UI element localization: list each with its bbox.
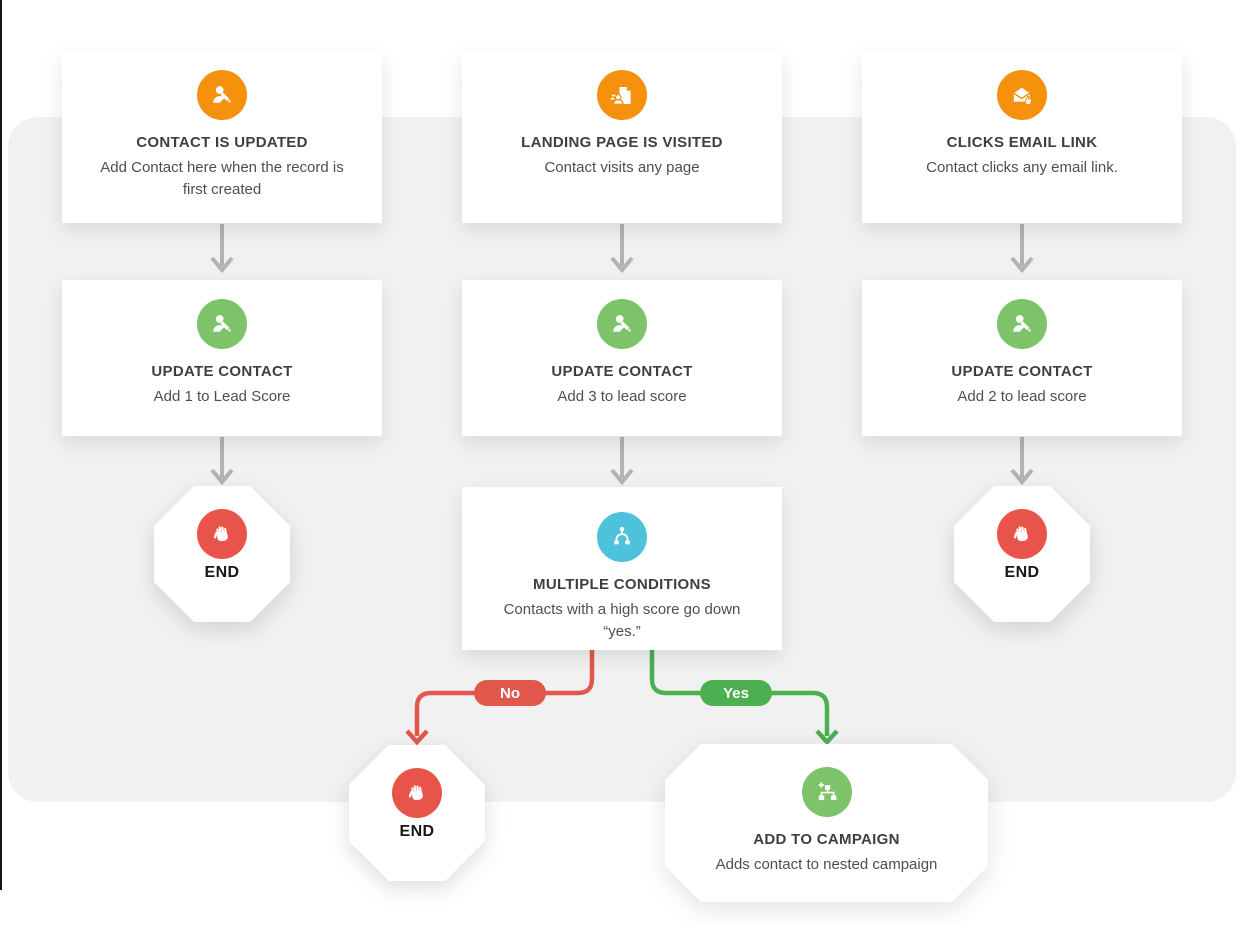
node-update-contact-1[interactable]: UPDATE CONTACT Add 1 to Lead Score [62, 280, 382, 436]
node-subtitle: Contact clicks any email link. [926, 159, 1118, 176]
stop-hand-icon [1013, 526, 1028, 542]
stop-hand-icon [408, 785, 423, 801]
node-icon-badge [197, 70, 247, 120]
node-trigger-contact-updated[interactable]: CONTACT IS UPDATED Add Contact here when… [62, 51, 382, 223]
node-end-1[interactable]: END [154, 486, 290, 622]
email-click-icon [1012, 87, 1032, 105]
contact-edit-icon [212, 85, 231, 103]
node-trigger-email-link[interactable]: CLICKS EMAIL LINK Contact clicks any ema… [862, 51, 1182, 223]
node-icon-badge [197, 509, 247, 559]
node-title: UPDATE CONTACT [551, 363, 693, 380]
octagon-shape: END [349, 745, 485, 881]
node-icon-badge [392, 768, 442, 818]
node-icon-badge [197, 299, 247, 349]
campaign-card-shape: ADD TO CAMPAIGN Adds contact to nested c… [665, 744, 988, 902]
node-icon-badge [597, 512, 647, 562]
org-chart-add-icon [813, 778, 841, 806]
node-subtitle: Add 2 to lead score [957, 388, 1087, 405]
node-title: LANDING PAGE IS VISITED [521, 134, 723, 151]
node-icon-badge [597, 299, 647, 349]
node-icon-badge [802, 767, 852, 817]
node-subtitle: Add 1 to Lead Score [153, 388, 291, 405]
node-update-contact-2[interactable]: UPDATE CONTACT Add 3 to lead score [462, 280, 782, 436]
node-subtitle: Contact visits any page [544, 159, 700, 176]
node-icon-badge [997, 509, 1047, 559]
node-title: MULTIPLE CONDITIONS [533, 576, 711, 593]
node-subtitle: Adds contact to nested campaign [715, 856, 938, 873]
contact-edit-icon [212, 314, 231, 332]
node-title: CLICKS EMAIL LINK [946, 134, 1098, 151]
node-icon-badge [997, 70, 1047, 120]
node-title: ADD TO CAMPAIGN [753, 831, 900, 848]
node-update-contact-3[interactable]: UPDATE CONTACT Add 2 to lead score [862, 280, 1182, 436]
node-title: CONTACT IS UPDATED [136, 134, 308, 151]
octagon-shape: END [154, 486, 290, 622]
node-multiple-conditions[interactable]: MULTIPLE CONDITIONS Contacts with a high… [462, 487, 782, 650]
node-trigger-landing-page[interactable]: LANDING PAGE IS VISITED Contact visits a… [462, 51, 782, 223]
node-title: UPDATE CONTACT [951, 363, 1093, 380]
stop-hand-icon [213, 526, 228, 542]
node-add-to-campaign[interactable]: ADD TO CAMPAIGN Adds contact to nested c… [665, 744, 988, 902]
left-accent-line [0, 0, 2, 890]
page-visit-icon [610, 86, 631, 105]
node-end-2[interactable]: END [954, 486, 1090, 622]
node-subtitle: Contacts with a high score go down “yes.… [503, 601, 741, 640]
node-subtitle: Add Contact here when the record is firs… [100, 159, 344, 198]
branch-label-yes: Yes [700, 680, 772, 706]
node-end-3[interactable]: END [349, 745, 485, 881]
octagon-shape: END [954, 486, 1090, 622]
contact-edit-icon [1012, 314, 1031, 332]
branch-icon [614, 526, 630, 545]
end-label: END [1004, 564, 1040, 581]
end-label: END [399, 823, 435, 840]
contact-edit-icon [612, 314, 631, 332]
node-icon-badge [597, 70, 647, 120]
node-subtitle: Add 3 to lead score [557, 388, 687, 405]
branch-label-no: No [474, 680, 546, 706]
node-title: UPDATE CONTACT [151, 363, 293, 380]
end-label: END [204, 564, 240, 581]
node-icon-badge [997, 299, 1047, 349]
